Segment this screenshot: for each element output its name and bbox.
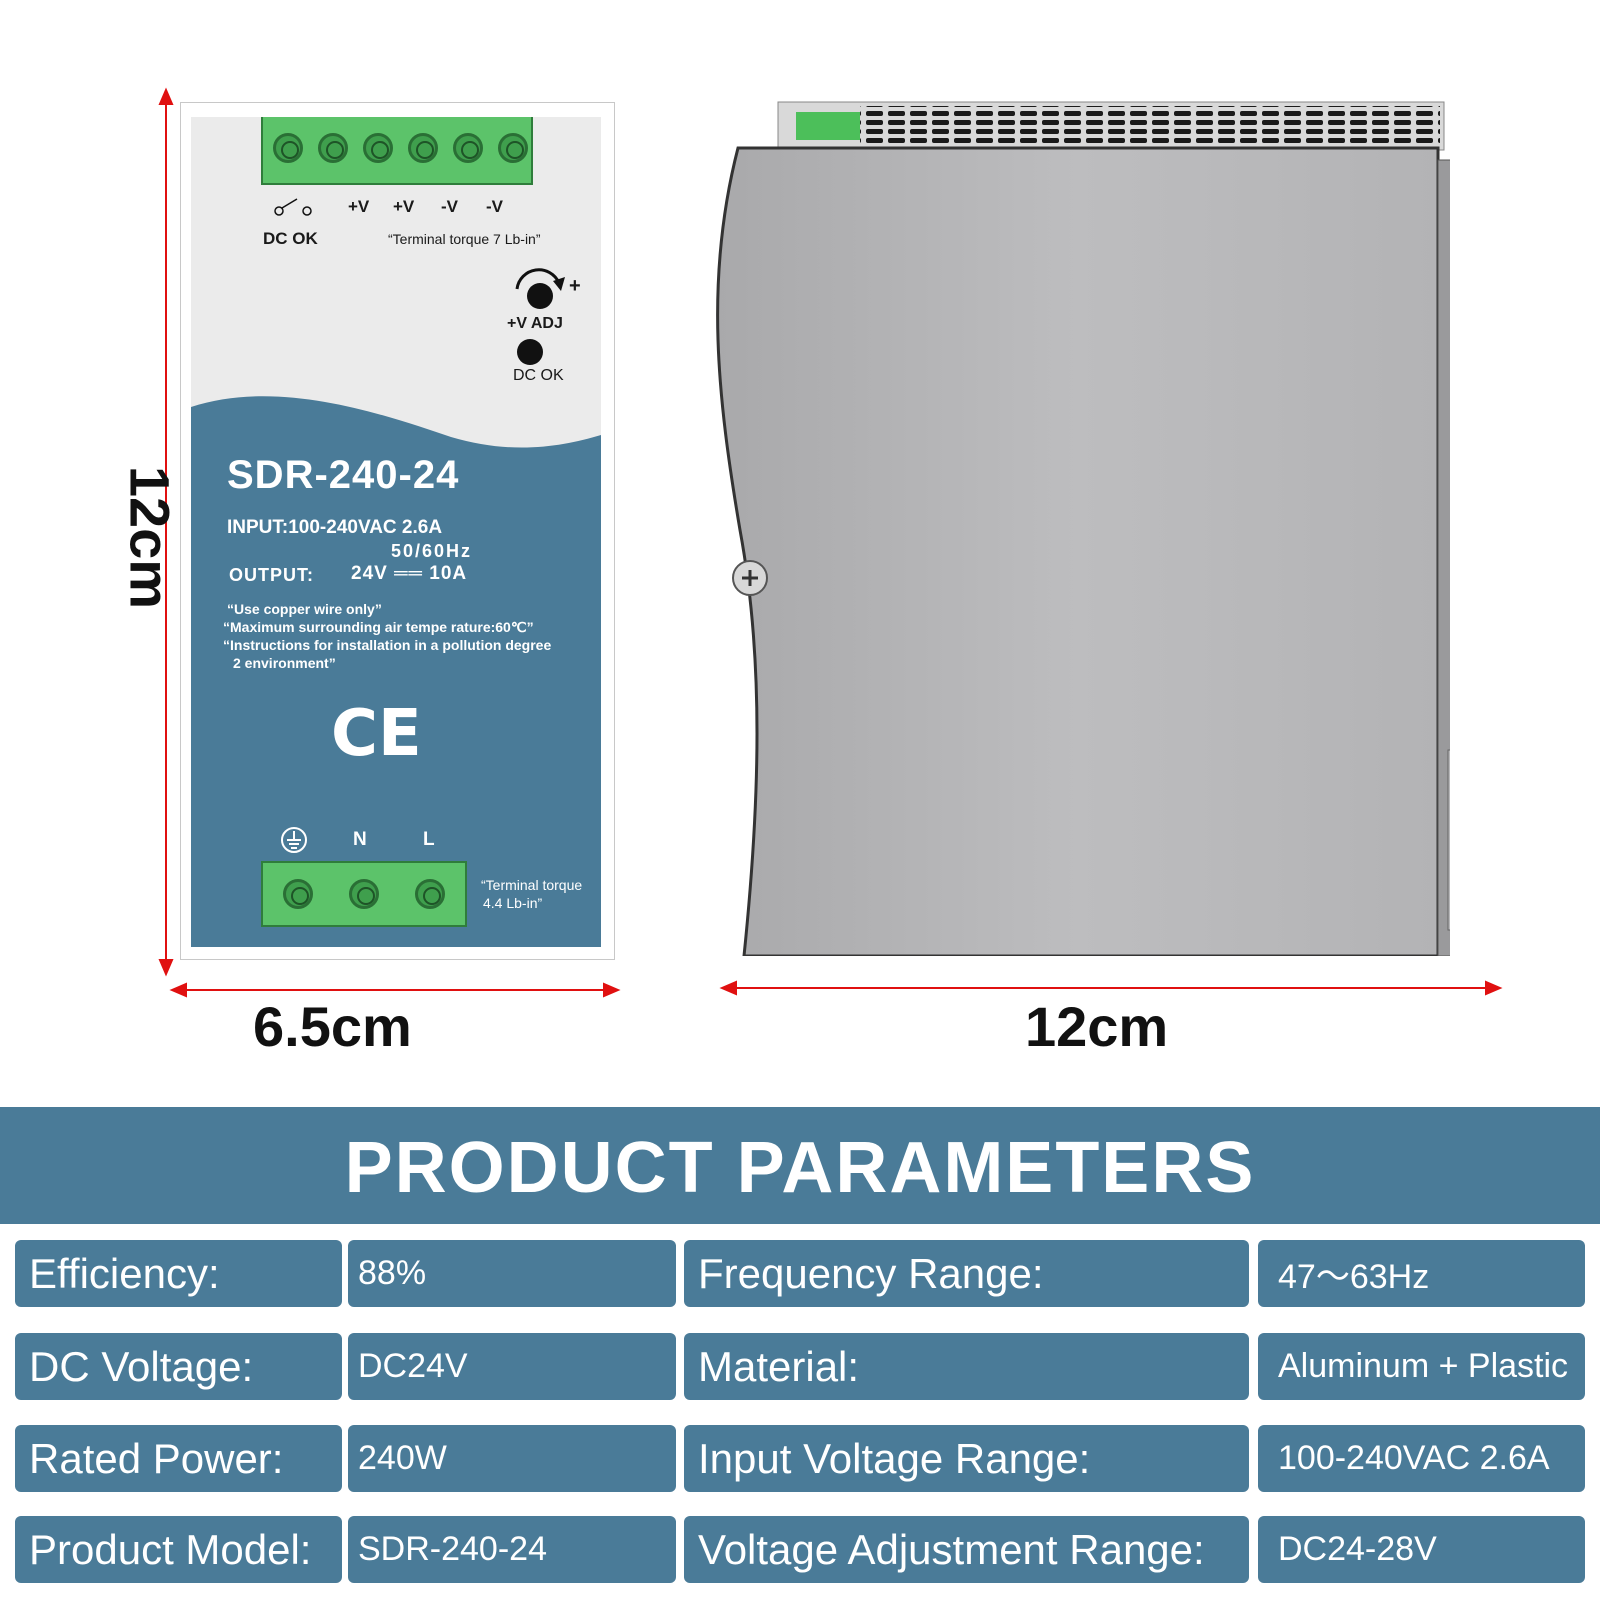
frequency-range-label: Frequency Range: bbox=[684, 1240, 1249, 1307]
adj-label: +V ADJ bbox=[507, 315, 563, 332]
screw-icon bbox=[283, 879, 313, 909]
note-temperature: “Maximum surrounding air tempe rature:60… bbox=[223, 619, 534, 635]
voltage-adjustment-range-label: Voltage Adjustment Range: bbox=[684, 1516, 1249, 1583]
terminal-label: -V bbox=[441, 197, 458, 216]
dc-voltage-label: DC Voltage: bbox=[15, 1333, 342, 1400]
note-environment: 2 environment” bbox=[233, 655, 336, 671]
material-label: Material: bbox=[684, 1333, 1249, 1400]
neutral-label: N bbox=[353, 829, 367, 850]
front-width-label: 6.5cm bbox=[253, 995, 412, 1058]
rated-power-value: 240W bbox=[348, 1425, 676, 1492]
dimension-arrows bbox=[158, 87, 1503, 998]
terminal-label: +V bbox=[348, 197, 370, 216]
dc-voltage-value: DC24V bbox=[348, 1333, 676, 1400]
screw-icon bbox=[498, 133, 528, 163]
ground-icon bbox=[281, 827, 307, 853]
input-spec: INPUT:100-240VAC 2.6A bbox=[227, 517, 443, 538]
screw-icon bbox=[415, 879, 445, 909]
ce-mark: CE bbox=[331, 697, 422, 771]
note-copper: “Use copper wire only” bbox=[227, 601, 382, 617]
output-label: OUTPUT: bbox=[229, 565, 314, 585]
frequency-spec: 50/60Hz bbox=[391, 541, 473, 561]
top-terminal-block bbox=[261, 117, 533, 185]
input-voltage-range-value: 100-240VAC 2.6A bbox=[1258, 1425, 1585, 1492]
height-arrow-bottom bbox=[158, 959, 174, 977]
output-spec: 24V ══ 10A bbox=[351, 563, 468, 584]
adjust-arrow-icon bbox=[515, 268, 565, 291]
bottom-terminal-block bbox=[261, 861, 467, 927]
product-model-label: Product Model: bbox=[15, 1516, 342, 1583]
efficiency-value: 88% bbox=[348, 1240, 676, 1307]
dc-ok-terminal-label: DC OK bbox=[263, 229, 318, 248]
top-torque-note: “Terminal torque 7 Lb-in” bbox=[388, 231, 541, 247]
voltage-adjustment-range-value: DC24-28V bbox=[1258, 1516, 1585, 1583]
bottom-torque-note: “Terminal torque bbox=[481, 877, 583, 893]
frequency-range-value: 47〜63Hz bbox=[1258, 1240, 1585, 1307]
adjust-plus: + bbox=[569, 275, 581, 297]
side-width-label: 12cm bbox=[1025, 995, 1169, 1058]
screw-icon bbox=[349, 879, 379, 909]
input-voltage-range-label: Input Voltage Range: bbox=[684, 1425, 1249, 1492]
product-model-value: SDR-240-24 bbox=[348, 1516, 676, 1583]
parameters-title: PRODUCT PARAMETERS bbox=[344, 1128, 1256, 1208]
blue-label-panel bbox=[191, 396, 601, 947]
screw-icon bbox=[453, 133, 483, 163]
parameters-banner: PRODUCT PARAMETERS bbox=[0, 1107, 1600, 1224]
terminal-label: -V bbox=[486, 197, 503, 216]
dc-ok-led bbox=[517, 339, 543, 365]
switch-symbol-icon bbox=[274, 198, 312, 216]
screw-icon bbox=[318, 133, 348, 163]
efficiency-label: Efficiency: bbox=[15, 1240, 342, 1307]
note-installation: “Instructions for installation in a poll… bbox=[223, 637, 552, 653]
model-name: SDR-240-24 bbox=[227, 453, 460, 497]
front-height-label: 12cm bbox=[118, 465, 182, 610]
screw-icon bbox=[408, 133, 438, 163]
screw-icon bbox=[273, 133, 303, 163]
device-front-view: +V +V -V -V DC OK “Terminal torque 7 Lb-… bbox=[180, 102, 615, 960]
device-side-view bbox=[716, 101, 1450, 956]
terminal-label: +V bbox=[393, 197, 415, 216]
voltage-adjust-knob bbox=[527, 283, 553, 309]
rated-power-label: Rated Power: bbox=[15, 1425, 342, 1492]
height-arrow-top bbox=[158, 87, 174, 105]
dc-ok-led-label: DC OK bbox=[513, 367, 564, 384]
bottom-torque-value: 4.4 Lb-in” bbox=[483, 895, 543, 911]
screw-icon bbox=[363, 133, 393, 163]
material-value: Aluminum + Plastic bbox=[1258, 1333, 1585, 1400]
line-label: L bbox=[423, 829, 435, 850]
